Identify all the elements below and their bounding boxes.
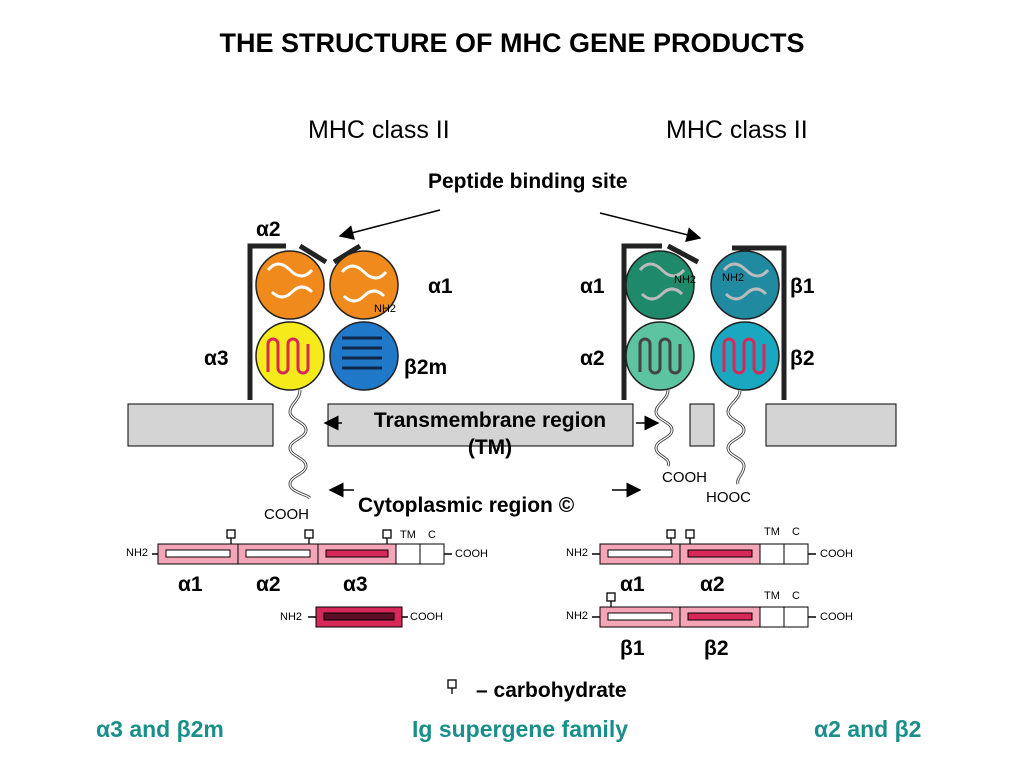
footer-left: α3 and β2m	[96, 716, 224, 742]
class-ii-groove-left	[666, 243, 700, 265]
carbohydrate-marker-ii-beta	[606, 592, 616, 607]
map-ii-b-cooh: COOH	[820, 611, 853, 623]
class-i-groove-left	[298, 243, 328, 265]
map-ii-a-cooh: COOH	[820, 548, 853, 560]
map-i-nh2: NH2	[126, 547, 149, 559]
peptide-arrow-right	[599, 212, 702, 243]
class-ii-a1-label: α1	[580, 275, 605, 298]
map-ii-label-a2: α2	[700, 573, 725, 596]
map-i-label-a1: α1	[178, 573, 203, 596]
class-i-alpha3-domain	[255, 321, 325, 391]
page-title: THE STRUCTURE OF MHC GENE PRODUCTS	[219, 28, 805, 58]
class-i-a1-label: α1	[428, 275, 453, 298]
peptide-binding-site-label: Peptide binding site	[428, 170, 628, 193]
map-ii-b-tm: TM	[764, 590, 780, 602]
class-ii-nh2-alpha: NH2	[674, 274, 697, 286]
class-ii-a2-label: α2	[580, 347, 605, 370]
peptide-arrow-left	[338, 209, 441, 240]
carbohydrate-markers-i	[226, 529, 392, 544]
class-i-heading: MHC class II	[308, 116, 450, 144]
transmembrane-abbrev: (TM)	[467, 436, 513, 459]
map-ii-label-b1: β1	[620, 637, 645, 660]
map-ii-label-b2: β2	[704, 637, 729, 660]
map-b2m-cooh: COOH	[410, 611, 443, 623]
class-ii-cooh: COOH	[662, 469, 707, 486]
membrane-block-1	[127, 403, 274, 447]
class-ii-hooc: HOOC	[706, 489, 751, 506]
class-i-alpha2-domain	[255, 250, 325, 320]
class-i-a2-label: α2	[256, 218, 281, 241]
class-ii-beta1-domain	[710, 250, 780, 320]
membrane-block-3	[689, 403, 715, 447]
class-i-bracket	[247, 243, 286, 400]
membrane-block-4	[765, 403, 897, 447]
carbohydrate-markers-ii-alpha	[666, 529, 695, 544]
map-i-c	[419, 543, 445, 565]
class-ii-alpha-tail	[654, 389, 674, 467]
map-ii-a-tm: TM	[764, 526, 780, 538]
map-i-c-label: C	[428, 529, 436, 541]
map-i-label-a3: α3	[343, 573, 368, 596]
map-b2m-nh2: NH2	[280, 611, 303, 623]
class-ii-beta-tail	[726, 389, 746, 485]
map-ii-a-nh2: NH2	[566, 547, 589, 559]
class-ii-bracket-right	[732, 245, 787, 400]
cytoplasmic-label: Cytoplasmic region ©	[358, 494, 575, 517]
class-ii-nh2-beta: NH2	[722, 272, 745, 284]
class-i-groove-right	[332, 243, 362, 265]
map-ii-b-c: C	[792, 590, 800, 602]
class-ii-heading: MHC class II	[666, 116, 808, 144]
footer-center: Ig supergene family	[412, 716, 629, 742]
map-i-label-a2: α2	[256, 573, 281, 596]
map-ii-a-c: C	[792, 526, 800, 538]
class-i-cooh: COOH	[264, 506, 309, 523]
transmembrane-label: Transmembrane region	[373, 409, 607, 432]
map-ii-b-nh2: NH2	[566, 610, 589, 622]
class-i-tail	[288, 389, 312, 500]
class-ii-b1-label: β1	[790, 275, 815, 298]
b2m-domain	[329, 321, 399, 391]
carbohydrate-legend-label: – carbohydrate	[476, 679, 627, 702]
carbohydrate-legend-icon	[447, 679, 457, 694]
map-i-tm-label: TM	[400, 529, 416, 541]
footer-right: α2 and β2	[814, 716, 922, 742]
class-ii-b2-label: β2	[790, 347, 815, 370]
class-ii-bracket-left	[621, 243, 662, 400]
class-i-a3-label: α3	[204, 347, 229, 370]
class-i-nh2: NH2	[374, 303, 397, 315]
map-i-cooh: COOH	[455, 548, 488, 560]
class-i-b2m-label: β2m	[404, 356, 448, 379]
map-ii-label-a1: α1	[620, 573, 645, 596]
map-i-tm	[395, 543, 421, 565]
